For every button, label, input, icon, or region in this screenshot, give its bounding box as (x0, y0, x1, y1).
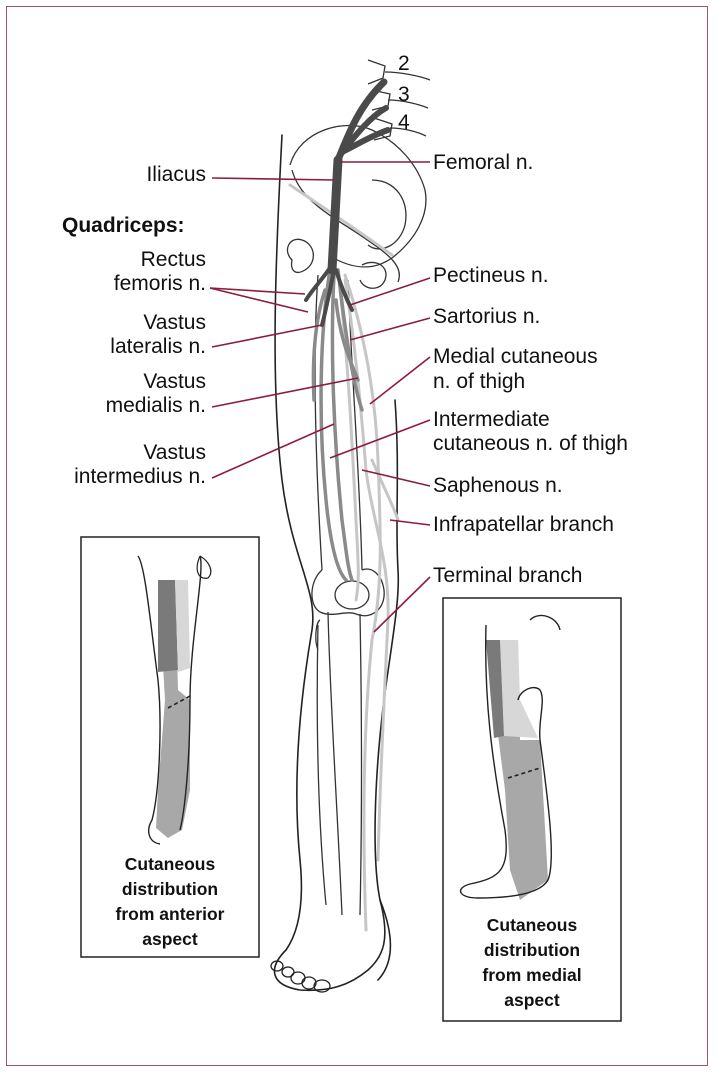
label-vastus-intermedius-1: Vastus (143, 441, 206, 464)
caption-anterior: Cutaneous distribution from anterior asp… (81, 852, 259, 952)
caption-medial-line-2: distribution (483, 940, 581, 960)
label-pectineus: Pectineus n. (433, 264, 549, 287)
femoral-trunk (304, 78, 391, 327)
label-vastus-medialis-2: medialis n. (105, 394, 206, 417)
label-rectus-femoris-2: femoris n. (113, 272, 206, 295)
label-vastus-medialis-1: Vastus (143, 370, 206, 393)
caption-anterior-line-3: from anterior (115, 904, 225, 924)
caption-medial-line-3: from medial (482, 965, 582, 985)
spinal-level-3: 3 (398, 83, 410, 106)
caption-anterior-line-2: distribution (121, 879, 219, 899)
caption-medial-line-4: aspect (504, 990, 560, 1010)
spinal-level-4: 4 (398, 111, 410, 134)
label-rectus-femoris-1: Rectus (140, 248, 206, 271)
spinal-level-2: 2 (398, 52, 410, 75)
caption-anterior-line-1: Cutaneous (124, 854, 216, 874)
caption-medial-line-1: Cutaneous (486, 915, 578, 935)
label-medial-cutaneous-2: n. of thigh (433, 370, 526, 393)
label-vastus-lateralis-1: Vastus (143, 311, 206, 334)
label-medial-cutaneous-1: Medial cutaneous (433, 345, 598, 368)
label-sartorius: Sartorius n. (433, 305, 541, 328)
toes (270, 960, 331, 993)
motor-branches (311, 268, 364, 582)
label-intermediate-cutaneous-2: cutaneous n. of thigh (433, 432, 628, 455)
label-intermediate-cutaneous-1: Intermediate (433, 408, 550, 431)
inset-medial (442, 597, 622, 1022)
caption-anterior-line-4: aspect (142, 929, 198, 949)
leg-outline (273, 134, 400, 992)
label-femoral: Femoral n. (433, 151, 534, 174)
label-quadriceps-heading: Quadriceps: (62, 214, 185, 237)
leader-lines (209, 161, 431, 633)
pelvis-bones (286, 59, 431, 289)
label-vastus-intermedius-2: intermedius n. (74, 465, 206, 488)
label-iliacus: Iliacus (146, 163, 206, 186)
label-infrapatellar: Infrapatellar branch (433, 513, 614, 536)
label-saphenous: Saphenous n. (433, 474, 563, 497)
label-vastus-lateralis-2: lateralis n. (110, 335, 206, 358)
caption-medial: Cutaneous distribution from medial aspec… (443, 913, 621, 1013)
figure-frame (6, 6, 708, 1066)
inset-anterior (80, 536, 260, 958)
label-terminal: Terminal branch (433, 564, 583, 587)
